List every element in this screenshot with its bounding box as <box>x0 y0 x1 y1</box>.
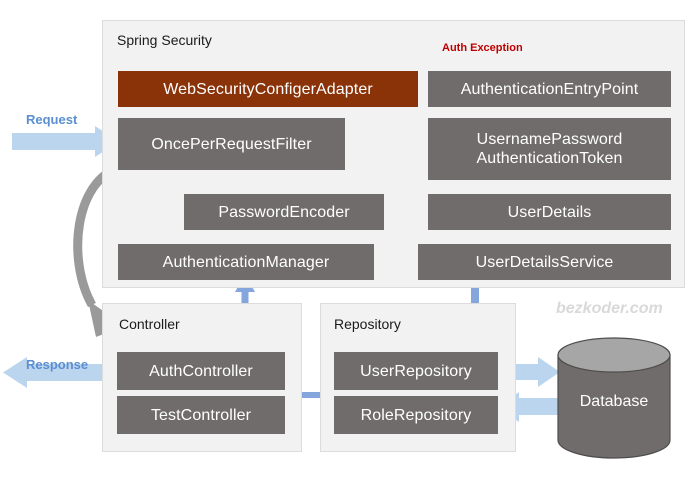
box-userdetails[interactable]: UserDetails <box>428 194 671 230</box>
box-rolerepository[interactable]: RoleRepository <box>334 396 498 434</box>
box-authcontroller[interactable]: AuthController <box>117 352 285 390</box>
box-label-line-1: UsernamePassword <box>476 131 623 148</box>
panel-title-spring-security: Spring Security <box>117 32 212 48</box>
box-userrepository[interactable]: UserRepository <box>334 352 498 390</box>
box-authenticationmanager[interactable]: AuthenticationManager <box>118 244 374 280</box>
box-passwordencoder[interactable]: PasswordEncoder <box>184 194 384 230</box>
box-websecurityconfigeradapter[interactable]: WebSecurityConfigerAdapter <box>118 71 418 107</box>
panel-title-controller: Controller <box>119 316 180 332</box>
database-label: Database <box>579 393 649 410</box>
panel-title-repository: Repository <box>334 316 401 332</box>
request-arrow <box>12 126 119 157</box>
box-userdetailsservice[interactable]: UserDetailsService <box>418 244 671 280</box>
box-testcontroller[interactable]: TestController <box>117 396 285 434</box>
box-onceperrequestfilter[interactable]: OncePerRequestFilter <box>118 118 345 170</box>
box-authenticationentrypoint[interactable]: AuthenticationEntryPoint <box>428 71 671 107</box>
auth-exception-label: Auth Exception <box>442 42 523 54</box>
response-arrow <box>3 357 102 388</box>
request-label: Request <box>26 112 78 127</box>
watermark: bezkoder.com <box>556 300 663 317</box>
box-label-line-2: AuthenticationToken <box>476 150 623 167</box>
box-usernamepasswordauthenticationtoken[interactable]: UsernamePassword AuthenticationToken <box>428 118 671 180</box>
response-label: Response <box>26 357 89 372</box>
database-cylinder-icon[interactable] <box>557 337 671 459</box>
